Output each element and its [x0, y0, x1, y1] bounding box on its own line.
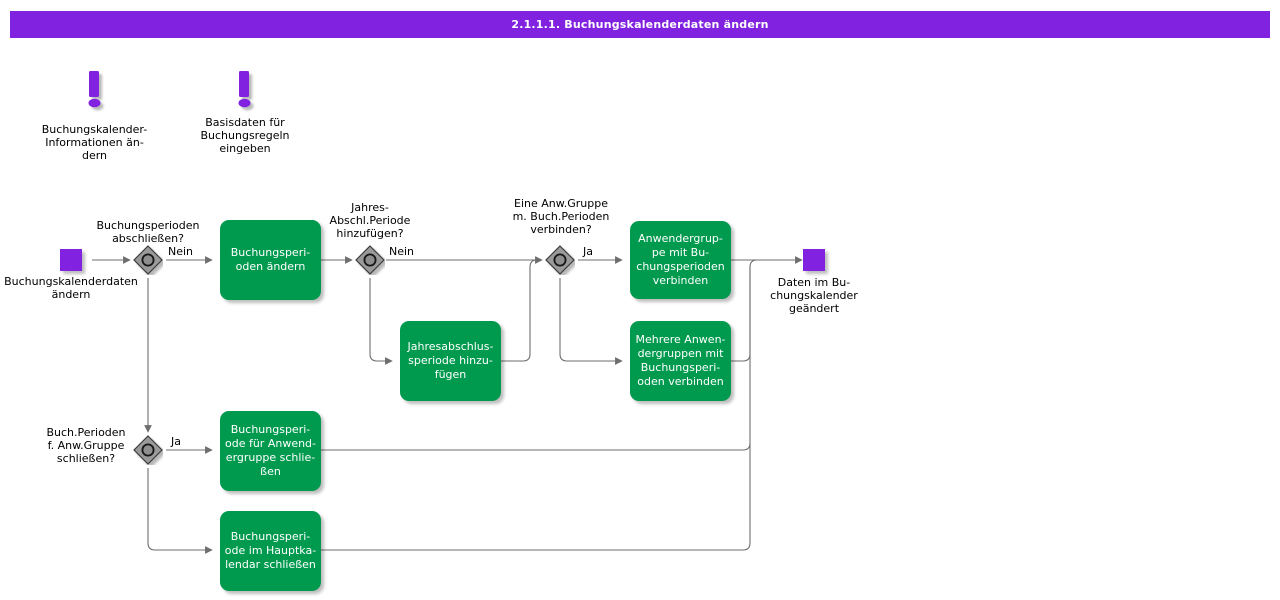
start-event[interactable] — [60, 249, 82, 271]
decision-jahresabschlussperiode[interactable] — [355, 245, 385, 275]
fn-jahresabschlussperiode-hinzufuegen-label: Jahresabschlus- speriode hinzu- fügen — [407, 340, 494, 381]
fn-buchungsperiode-hauptkalendar-schliessen[interactable]: Buchungsperi- ode im Hauptka- lendar sch… — [220, 511, 321, 591]
edge-decision3-down — [559, 278, 623, 365]
decision-diamond-icon — [545, 245, 575, 275]
decision-diamond-icon — [355, 245, 385, 275]
edge-label-ja-1: Ja — [583, 245, 593, 258]
start-event-label: Buchungskalenderdaten ändern — [4, 275, 138, 301]
decision-buchperioden-anwgruppe-schliessen[interactable] — [133, 435, 163, 465]
fn-mehrere-anwendergruppen-verbinden-label: Mehrere Anwen- dergruppen mit Buchungspe… — [635, 333, 726, 388]
edge-label-ja-2: Ja — [171, 435, 181, 448]
decision-jahresabschlussperiode-label: Jahres- Abschl.Periode hinzufügen? — [329, 201, 411, 240]
edge-decision4-down — [147, 468, 213, 554]
edge-label-nein-1: Nein — [168, 245, 194, 258]
decision-buchungsperioden-abschliessen[interactable] — [133, 245, 163, 275]
hint-note-1-label: Buchungskalender- Informationen än- dern — [41, 123, 148, 162]
decision-diamond-icon — [133, 435, 163, 465]
page-title: 2.1.1.1. Buchungskalenderdaten ändern — [511, 18, 769, 31]
fn-buchungsperioden-aendern[interactable]: Buchungsperi- oden ändern — [220, 220, 321, 300]
decision-buchungsperioden-abschliessen-label: Buchungsperioden abschließen? — [96, 219, 200, 245]
fn-anwendergruppe-verbinden-label: Anwendergrup- pe mit Bu- chungsperioden … — [636, 232, 725, 287]
hint-note-2 — [228, 68, 262, 120]
exclamation-icon — [238, 71, 251, 108]
decision-diamond-icon — [133, 245, 163, 275]
decision-anwendergruppe-verbinden-label: Eine Anw.Gruppe m. Buch.Perioden verbind… — [512, 197, 610, 236]
fn-buchungsperiode-anwendergruppe-schliessen[interactable]: Buchungsperi- ode für Anwend- ergruppe s… — [220, 411, 321, 491]
page-title-bar: 2.1.1.1. Buchungskalenderdaten ändern — [10, 11, 1270, 38]
fn-buchungsperioden-aendern-label: Buchungsperi- oden ändern — [230, 246, 311, 273]
fn-buchungsperiode-anwendergruppe-schliessen-label: Buchungsperi- ode für Anwend- ergruppe s… — [224, 423, 317, 478]
fn-jahresabschlussperiode-hinzufuegen[interactable]: Jahresabschlus- speriode hinzu- fügen — [400, 321, 501, 401]
hint-note-2-label: Basisdaten für Buchungsregeln eingeben — [200, 116, 290, 155]
edge-label-nein-2: Nein — [389, 245, 415, 258]
decision-anwendergruppe-verbinden[interactable] — [545, 245, 575, 275]
decision-buchperioden-anwgruppe-schliessen-label: Buch.Perioden f. Anw.Gruppe schließen? — [46, 426, 126, 465]
edge-fn6-rejoin — [320, 443, 751, 551]
exclamation-icon — [88, 71, 101, 108]
fn-buchungsperiode-hauptkalendar-schliessen-label: Buchungsperi- ode im Hauptka- lendar sch… — [224, 530, 317, 571]
end-event-label: Daten im Bu- chungskalender geändert — [770, 276, 858, 315]
end-event[interactable] — [803, 249, 825, 271]
edge-decision2-down — [369, 278, 393, 365]
fn-mehrere-anwendergruppen-verbinden[interactable]: Mehrere Anwen- dergruppen mit Buchungspe… — [630, 321, 731, 401]
edge-fn2-rejoin — [500, 259, 542, 362]
hint-note-1 — [78, 68, 112, 120]
fn-anwendergruppe-verbinden[interactable]: Anwendergrup- pe mit Bu- chungsperioden … — [630, 221, 731, 299]
